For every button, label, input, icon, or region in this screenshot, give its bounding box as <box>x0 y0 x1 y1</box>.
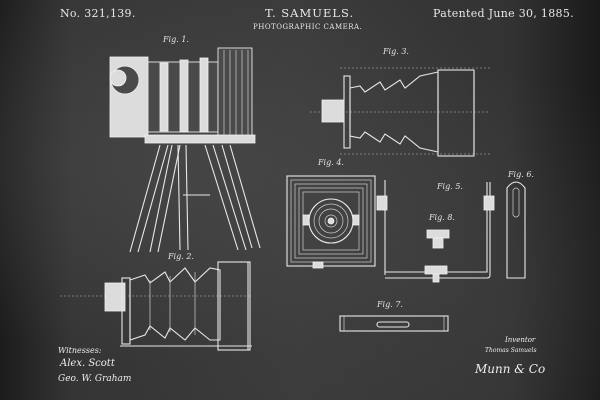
invention-title: PHOTOGRAPHIC CAMERA. <box>253 23 363 31</box>
attorney-signature: Munn & Co <box>475 362 546 376</box>
inventor-name: T. SAMUELS. <box>265 6 355 20</box>
fig3-top-view-drawing <box>310 67 490 157</box>
fig8-label: Fig. 8. <box>429 213 455 222</box>
fig2-label: Fig. 2. <box>168 252 194 261</box>
fig4-front-view-drawing <box>286 175 388 275</box>
fig6-slotted-bar-drawing <box>506 181 526 279</box>
fig5-label: Fig. 5. <box>437 182 463 191</box>
fig4-label: Fig. 4. <box>318 158 344 167</box>
inventor-heading: Inventor <box>505 336 536 344</box>
fig3-label: Fig. 3. <box>383 47 409 56</box>
patent-date: Patented June 30, 1885. <box>433 7 574 20</box>
fig8-thumbscrew-drawing <box>426 229 450 249</box>
fig7-label: Fig. 7. <box>377 300 403 309</box>
fig7-slide-drawing <box>339 315 449 332</box>
fig6-label: Fig. 6. <box>508 170 534 179</box>
fig1-camera-drawing <box>109 47 261 253</box>
witness-signature-2: Geo. W. Graham <box>58 374 132 384</box>
patent-number: No. 321,139. <box>60 7 136 20</box>
witness-signature-1: Alex. Scott <box>60 358 115 369</box>
inventor-name-signature: Thomas Samuels <box>485 347 537 354</box>
fig2-bellows-drawing <box>60 261 252 351</box>
fig1-label: Fig. 1. <box>163 35 189 44</box>
witnesses-heading: Witnesses: <box>58 346 102 355</box>
fig5-bracket-drawing <box>385 182 495 283</box>
